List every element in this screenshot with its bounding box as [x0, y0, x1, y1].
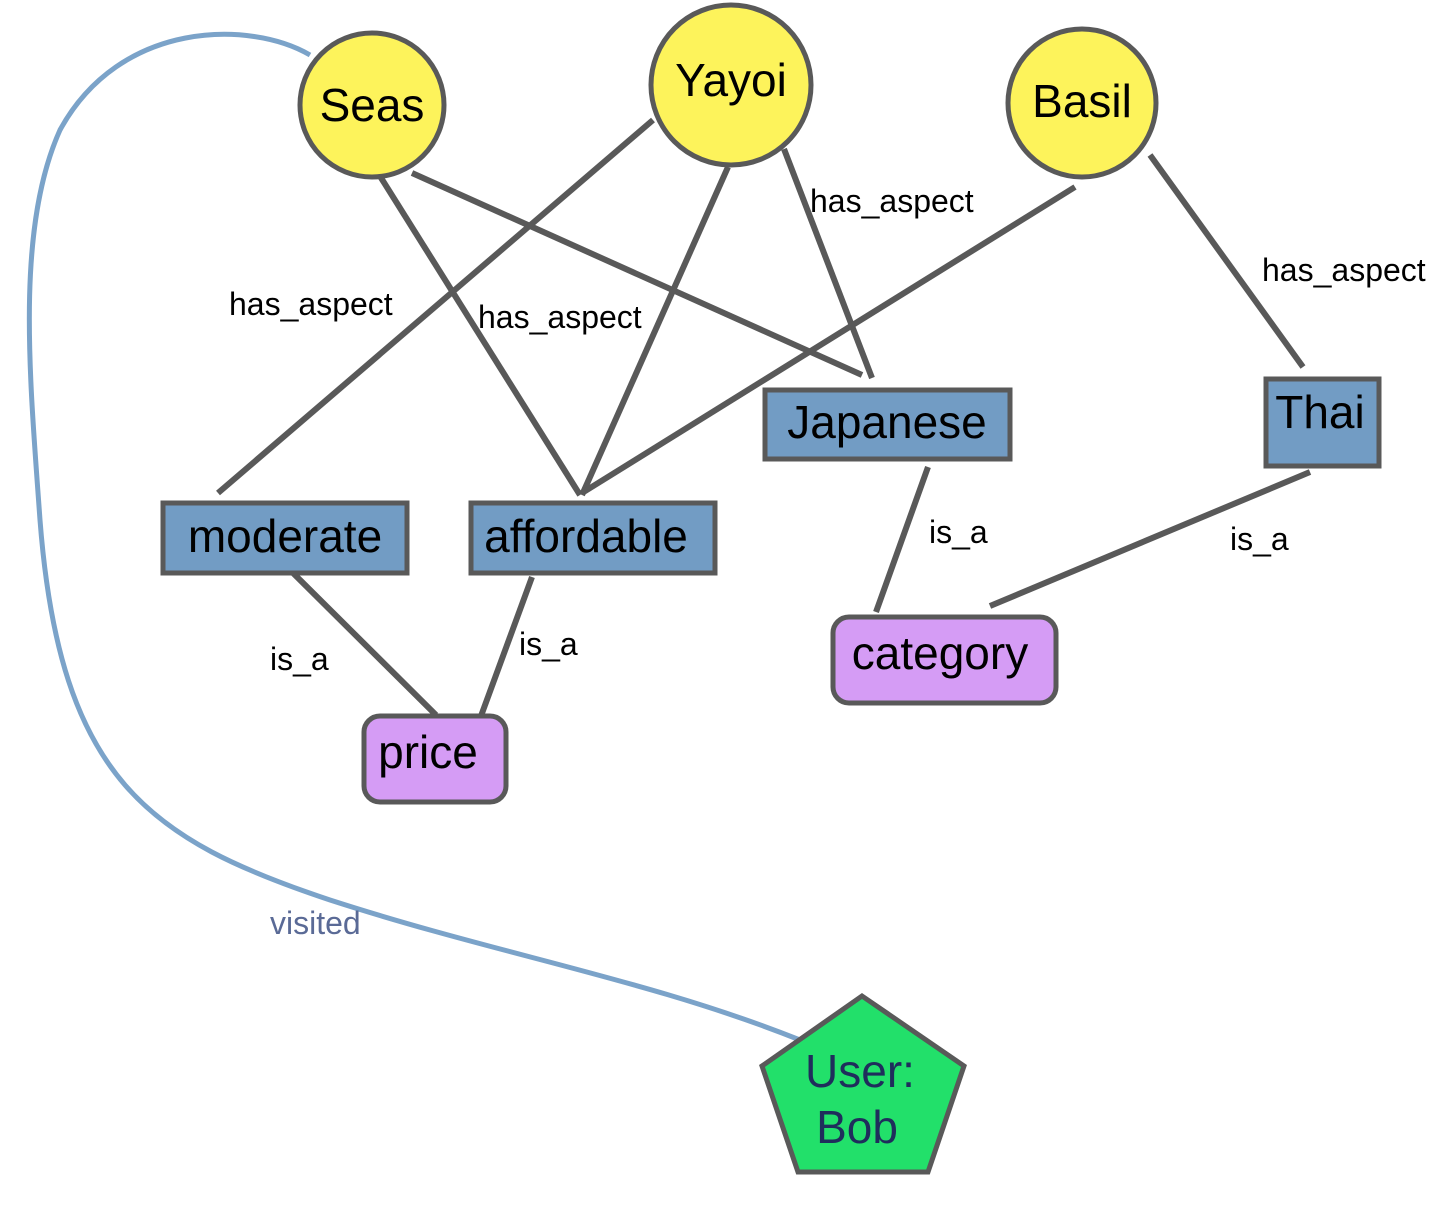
node-thai-label: Thai [1275, 386, 1364, 438]
node-price-label: price [378, 726, 478, 778]
edge-yayoi-japanese [781, 147, 875, 380]
edge-seas-affordable [375, 171, 583, 497]
edge-moderate-price [289, 569, 439, 718]
node-basil-label: Basil [1032, 75, 1132, 127]
edge-label-is-a: is_a [519, 626, 578, 662]
edge-japanese-category [873, 465, 931, 614]
edge-label-has-aspect: has_aspect [1262, 252, 1426, 288]
node-seas-label: Seas [320, 79, 425, 131]
node-japanese[interactable]: Japanese [762, 387, 1013, 462]
edge-affordable-price [478, 575, 535, 718]
edge-visited [26, 31, 801, 1043]
edge-seas-japanese [410, 170, 864, 378]
node-user-bob[interactable]: User: Bob [759, 992, 967, 1175]
edge-label-has-aspect: has_aspect [478, 299, 642, 335]
node-seas[interactable]: Seas [297, 30, 447, 180]
node-user-label-line2: Bob [816, 1101, 898, 1153]
node-affordable-label: affordable [484, 510, 688, 562]
node-japanese-label: Japanese [787, 396, 987, 448]
node-user-label-line1: User: [805, 1045, 915, 1097]
edge-yayoi-moderate [216, 117, 655, 496]
node-thai[interactable]: Thai [1263, 376, 1382, 469]
edge-label-is-a: is_a [1230, 521, 1289, 557]
node-price[interactable]: price [361, 713, 509, 805]
node-moderate[interactable]: moderate [160, 500, 410, 576]
node-category[interactable]: category [830, 614, 1059, 706]
node-yayoi[interactable]: Yayoi [648, 2, 814, 168]
node-category-label: category [852, 627, 1028, 679]
node-affordable[interactable]: affordable [468, 500, 718, 576]
node-basil[interactable]: Basil [1005, 26, 1159, 180]
edge-label-is-a: is_a [929, 514, 988, 550]
edge-basil-affordable [580, 184, 1077, 496]
edge-thai-category [988, 469, 1312, 609]
node-yayoi-label: Yayoi [675, 54, 787, 106]
edge-basil-thai [1147, 153, 1306, 369]
edge-yayoi-affordable [579, 165, 731, 497]
edge-label-is-a: is_a [270, 641, 329, 677]
edge-label-visited: visited [270, 905, 361, 941]
edge-label-has-aspect: has_aspect [229, 286, 393, 322]
node-moderate-label: moderate [188, 510, 382, 562]
edge-label-has-aspect: has_aspect [810, 183, 974, 219]
